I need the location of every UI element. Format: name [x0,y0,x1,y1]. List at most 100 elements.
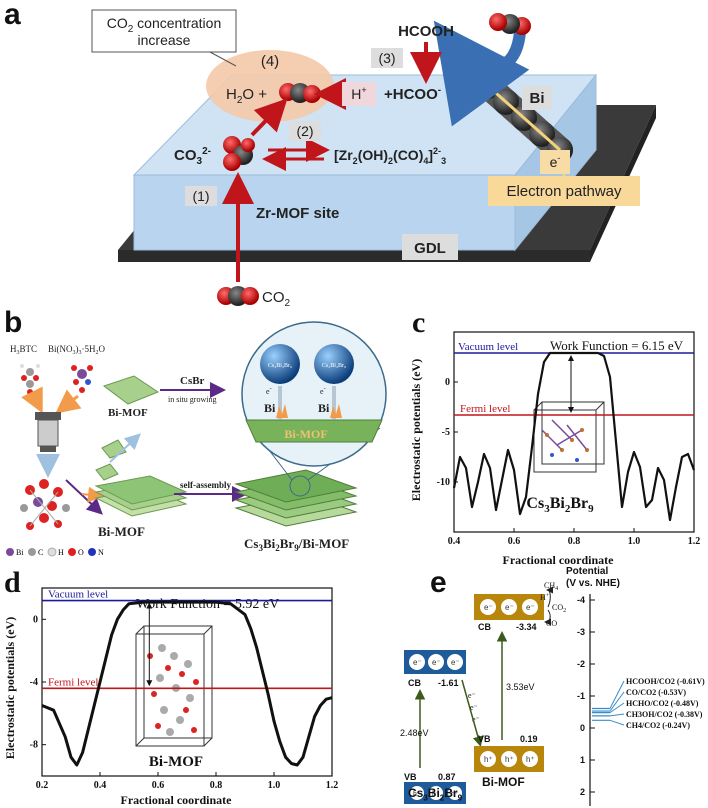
material-label-d: Bi-MOF [149,754,203,770]
x-tick-label: 0.4 [94,780,107,791]
step1-tag [185,186,217,206]
bino3-molecule [71,365,93,393]
mof-network [20,479,70,530]
bimof-cb-label: CB [478,622,491,632]
svg-text:e⁻: e⁻ [505,603,514,612]
chart-c: Vacuum level Fermi level Work Function =… [409,331,700,567]
csbibr-vb-label: VB [404,772,417,782]
svg-text:N: N [98,548,104,557]
bi-label: Bi [530,90,545,107]
bimof-vb-value: 0.19 [520,734,538,744]
electron-pathway-label: Electron pathway [506,183,622,200]
csbibr-ball1-label: Cs₃Bi₂Br₉ [268,363,292,369]
fermi-level-label-c: Fermi level [460,403,510,415]
work-function-arrowhead-top [146,602,153,609]
hplus-label: H+ [351,85,366,102]
xlabel-d: Fractional coordinate [121,793,233,807]
potential-title-line2: (V vs. NHE) [566,578,620,589]
redox-level-label: CH4/CO2 (-0.24V) [626,721,690,730]
redox-leader-line [609,680,625,709]
eminus-tag [540,150,570,174]
product-hplus: H+ [540,593,550,602]
chart-d: Vacuum level Fermi level Work Function =… [3,587,339,807]
y-tick-label: -8 [30,740,38,751]
panel-d-label: d [4,566,21,599]
potential-tick-label: 2 [580,787,585,797]
redox-level-label: HCOOH/CO2 (-0.61V) [626,677,705,686]
product-co: CO [546,619,557,628]
zr-site-label: Zr-MOF site [256,205,339,222]
hplus-tag [342,82,376,106]
autoclave-icon [35,412,61,452]
e1-label: e- [266,386,272,396]
potential-series-line [41,600,333,767]
zoom-circle: Cs₃Bi₂Br₉ Cs₃Bi₂Br₉ Bi Bi e- e- Bi-MOF [241,321,387,467]
composite-stack [234,469,358,527]
xlabel-c: Fractional coordinate [503,553,615,567]
csbr-label: CsBr [180,375,205,387]
x-tick-label: 0.4 [448,536,461,547]
zr-complex-label: [Zr2(OH)2(CO)4]2-3 [334,146,446,166]
co2-to-hcooh-arrow [433,20,530,127]
co2-callout-box [91,9,237,53]
panel-d: d Vacuum level Fermi level Work Function… [0,566,340,808]
product-co2: CO2 [552,603,566,614]
svg-text:h⁺: h⁺ [451,791,459,798]
step4-label: (4) [261,53,279,70]
arrow-to-h2o [250,98,288,137]
svg-text:e⁻: e⁻ [432,658,441,667]
redox-leader-line [609,719,625,726]
hcooh-label: HCOOH [398,23,454,40]
potential-title: Potential (V vs. NHE) [566,566,706,590]
crystal-inset-d [135,625,213,747]
csbibr-cb-label: CB [408,678,421,688]
panel-a-label: a [4,0,21,31]
bimof-cb-value: -3.34 [516,622,537,632]
co2-molecule-h2o [279,83,321,103]
eminus-label: e- [550,153,561,170]
potential-series-line [452,351,696,522]
step2-label: (2) [296,123,313,139]
x-tick-label: 1.0 [628,536,641,547]
transfer-e2: e⁻ [470,703,478,712]
svg-text:h⁺: h⁺ [526,755,535,764]
work-function-arrowhead-bottom [568,407,574,413]
h2o-label: H2O + [226,86,267,106]
gdl-label: GDL [414,240,446,257]
y-tick-label: -10 [437,477,450,488]
panel-e: e e⁻e⁻e⁻ CB -3.34 CH4 H+ CO2 CO e⁻e⁻e⁻ C… [390,566,708,808]
step3-label: (3) [378,50,395,66]
co2-bottom-label: CO2 [262,289,291,309]
x-tick-label: 0.2 [36,780,49,791]
bimof-zoom-label: Bi-MOF [284,427,327,441]
ylabel-c: Electrostatic potentials (eV) [409,359,423,501]
redox-leader-line [609,691,625,712]
fermi-level-label-d: Fermi level [48,676,98,688]
electron-pathway-box [488,176,640,206]
csbibr-cb-value: -1.61 [438,678,459,688]
svg-text:h⁺: h⁺ [432,791,440,798]
bi-tag [522,86,552,110]
x-tick-label: 1.2 [326,780,339,791]
co2-molecule-top [489,13,531,35]
potential-tick-label: -3 [577,627,585,637]
crystal-inset-c [533,401,605,473]
right-material-label: Bi-MOF [482,775,525,789]
panel-b: b H3BTC Bi(NO3)3·5H2O [0,306,400,570]
svg-text:e⁻: e⁻ [526,603,535,612]
co2-molecule-bottom [217,286,259,306]
ylabel-d: Electrostatic potentials (eV) [3,617,17,759]
band-diagram-e: e⁻e⁻e⁻ CB -3.34 CH4 H+ CO2 CO e⁻e⁻e⁻ CB … [400,581,705,806]
panel-b-label: b [4,306,23,339]
bimof-vb-label: VB [478,734,491,744]
step1-label: (1) [192,188,209,204]
panel-a-diagram: CO2 concentration increase (4) (3) (2) (… [91,9,656,309]
insitu-label: in situ growing [168,395,216,404]
bimof-top-label: Bi-MOF [108,407,148,419]
h3btc-label: H3BTC [10,344,37,356]
svg-text:h⁺: h⁺ [484,755,493,764]
work-function-arrowhead-top [568,355,574,361]
atom-legend: Bi C H O N [6,547,104,557]
x-tick-label: 0.6 [508,536,521,547]
potential-tick-label: -4 [577,595,585,605]
